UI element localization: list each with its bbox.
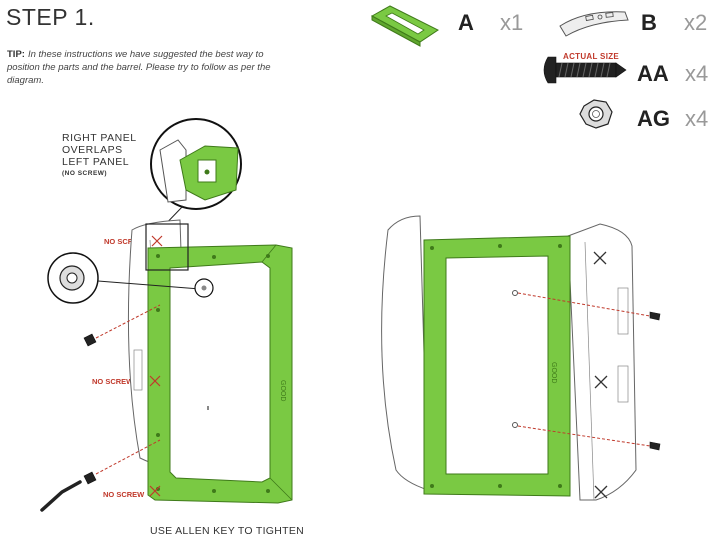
no-screw-label-top: NO SCREW bbox=[104, 237, 146, 246]
left-green-frame: GOOD bbox=[147, 244, 293, 504]
allen-key-caption: USE ALLEN KEY TO TIGHTEN bbox=[150, 525, 305, 537]
overlap-detail-magnifier bbox=[150, 118, 242, 233]
overlap-highlight-box bbox=[145, 223, 189, 271]
no-screw-x-marks-left bbox=[149, 235, 163, 497]
tip-body: In these instructions we have suggested … bbox=[7, 49, 271, 86]
callout-line-2: OVERLAPS bbox=[62, 144, 123, 156]
part-b-qty: x2 bbox=[684, 10, 708, 35]
part-aa-screw-icon bbox=[543, 56, 627, 84]
callout-sub: (NO SCREW) bbox=[62, 170, 108, 177]
tip-label: TIP: bbox=[7, 49, 25, 60]
no-screw-label-bottom: NO SCREW bbox=[103, 490, 145, 499]
callout-line-3: LEFT PANEL bbox=[62, 156, 130, 168]
part-ag-nut-icon bbox=[579, 99, 613, 129]
tip-text: TIP:In these instructions we have sugges… bbox=[7, 48, 297, 87]
part-b-bracket-icon bbox=[559, 11, 629, 37]
actual-size-label: ACTUAL SIZE bbox=[563, 52, 620, 61]
part-aa-letter: AA bbox=[637, 61, 669, 86]
part-aa-qty: x4 bbox=[685, 61, 709, 86]
nut-detail-magnifier bbox=[47, 252, 214, 304]
left-screws bbox=[83, 304, 209, 485]
part-a-frame-icon bbox=[370, 5, 439, 47]
right-screws bbox=[512, 290, 661, 451]
callout-line-1: RIGHT PANEL bbox=[62, 132, 137, 144]
part-ag-letter: AG bbox=[637, 106, 670, 131]
allen-key-icon bbox=[40, 480, 82, 512]
step-title: STEP 1. bbox=[6, 4, 95, 30]
part-a-letter: A bbox=[458, 10, 474, 35]
part-b-letter: B bbox=[641, 10, 657, 35]
right-green-frame: GOOD bbox=[423, 235, 571, 497]
overlap-callout: RIGHT PANEL OVERLAPS LEFT PANEL (NO SCRE… bbox=[62, 132, 137, 180]
part-a-qty: x1 bbox=[500, 10, 524, 35]
no-screw-label-middle: NO SCREW bbox=[92, 377, 134, 386]
part-ag-qty: x4 bbox=[685, 106, 709, 131]
svg-text:GOOD: GOOD bbox=[550, 362, 557, 383]
right-white-panels bbox=[381, 215, 637, 501]
svg-text:GOOD: GOOD bbox=[279, 380, 286, 401]
